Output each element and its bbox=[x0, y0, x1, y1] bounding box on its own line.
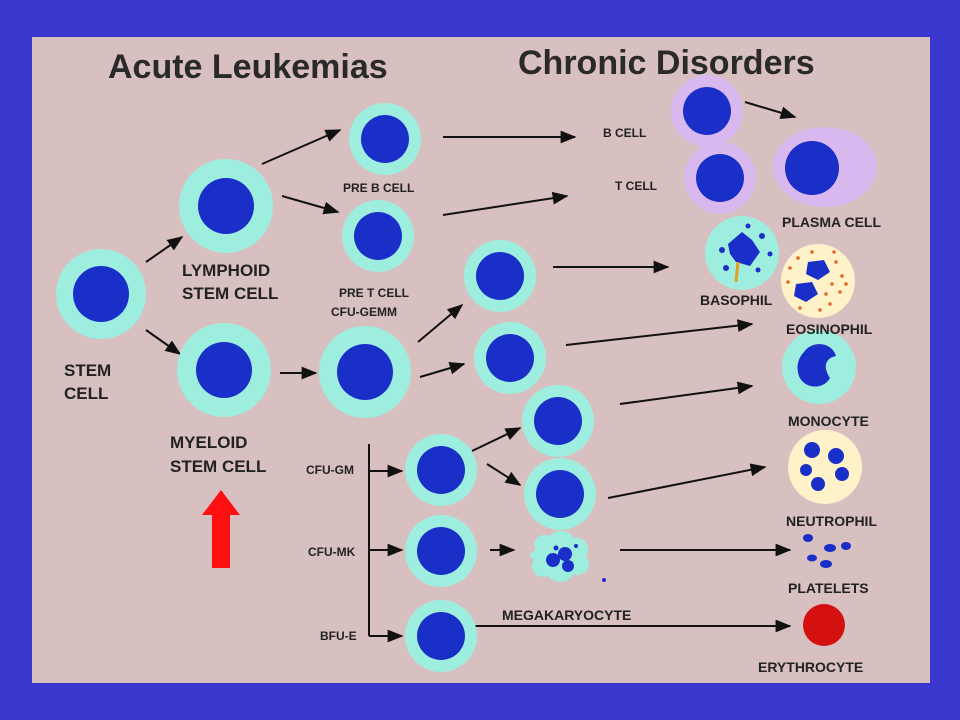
label-plasma-cell: PLASMA CELL bbox=[782, 214, 881, 230]
cell-neutrophil bbox=[788, 430, 862, 504]
label-lymphoid-1: LYMPHOID bbox=[182, 261, 270, 280]
heading-acute-leukemias: Acute Leukemias bbox=[108, 48, 388, 86]
cell-cfu-gm bbox=[405, 434, 477, 506]
label-monocyte: MONOCYTE bbox=[788, 413, 869, 429]
cell-megakaryocyte bbox=[530, 530, 606, 582]
label-myeloid-1: MYELOID bbox=[170, 433, 247, 452]
label-megakaryocyte: MEGAKARYOCYTE bbox=[502, 607, 631, 623]
label-t-cell: T CELL bbox=[615, 179, 657, 193]
cell-lymphoid-stem bbox=[179, 159, 273, 253]
label-platelets: PLATELETS bbox=[788, 580, 869, 596]
label-stem-1: STEM bbox=[64, 361, 111, 380]
cell-plasma bbox=[773, 127, 877, 207]
cell-progenitor-1 bbox=[464, 240, 536, 312]
label-cfu-mk: CFU-MK bbox=[308, 545, 356, 559]
lineage-arrows bbox=[145, 101, 797, 643]
cell-t bbox=[684, 142, 756, 214]
cell-platelets bbox=[803, 534, 851, 568]
cell-progenitor-4 bbox=[524, 458, 596, 530]
label-bfu-e: BFU-E bbox=[320, 629, 357, 643]
label-pre-t: PRE T CELL bbox=[339, 286, 409, 300]
cell-cfu-gemm bbox=[319, 326, 411, 418]
cell-progenitor-2 bbox=[474, 322, 546, 394]
label-cfu-gemm: CFU-GEMM bbox=[331, 305, 397, 319]
cell-myeloid-stem bbox=[177, 323, 271, 417]
cell-b bbox=[671, 75, 743, 147]
label-lymphoid-2: STEM CELL bbox=[182, 284, 278, 303]
label-erythrocyte: ERYTHROCYTE bbox=[758, 659, 863, 675]
cell-cfu-mk bbox=[405, 515, 477, 587]
label-neutrophil: NEUTROPHIL bbox=[786, 513, 877, 529]
heading-chronic-disorders: Chronic Disorders bbox=[518, 44, 815, 82]
label-b-cell: B CELL bbox=[603, 126, 646, 140]
cell-pre-b bbox=[349, 103, 421, 175]
label-pre-b: PRE B CELL bbox=[343, 181, 414, 195]
label-cfu-gm: CFU-GM bbox=[306, 463, 354, 477]
cell-monocyte bbox=[782, 330, 856, 404]
cell-stem bbox=[56, 249, 146, 339]
cell-basophil bbox=[705, 216, 779, 290]
pointer-arrow bbox=[202, 490, 240, 568]
cell-erythrocyte bbox=[803, 604, 845, 646]
cell-bfu-e bbox=[405, 600, 477, 672]
label-myeloid-2: STEM CELL bbox=[170, 457, 266, 476]
label-basophil: BASOPHIL bbox=[700, 292, 773, 308]
cell-pre-t bbox=[342, 200, 414, 272]
cell-progenitor-3 bbox=[522, 385, 594, 457]
label-stem-2: CELL bbox=[64, 384, 108, 403]
cell-eosinophil bbox=[781, 244, 855, 318]
label-eosinophil: EOSINOPHIL bbox=[786, 321, 873, 337]
